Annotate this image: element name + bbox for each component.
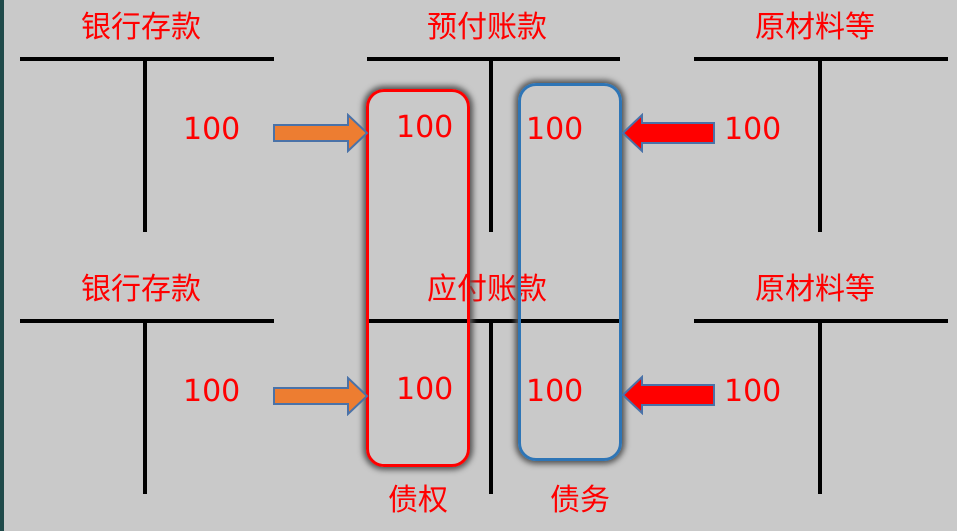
orange-arrow-icon: [273, 113, 369, 153]
amount: 100: [183, 112, 241, 147]
debt-label: 债务: [550, 483, 610, 518]
t-account-line: [489, 319, 493, 494]
amount: 100: [183, 374, 241, 409]
t-account-line: [367, 319, 620, 323]
claim-box: [366, 89, 470, 467]
amount: 100: [396, 110, 454, 145]
account-title: 银行存款: [81, 10, 201, 45]
t-account-line: [20, 57, 274, 61]
account-title: 应付账款: [427, 272, 547, 307]
t-account-line: [818, 57, 822, 232]
t-account-line: [143, 57, 147, 232]
t-account-line: [489, 57, 493, 232]
t-account-line: [818, 319, 822, 494]
debt-box: [518, 83, 622, 461]
amount: 100: [724, 374, 782, 409]
red-arrow-icon: [621, 113, 715, 153]
amount: 100: [724, 112, 782, 147]
amount: 100: [526, 112, 584, 147]
red-arrow-icon: [621, 375, 715, 415]
account-title: 预付账款: [427, 10, 547, 45]
claim-label: 债权: [388, 483, 448, 518]
window-edge: [0, 0, 4, 531]
orange-arrow-icon: [273, 376, 369, 416]
t-account-line: [143, 319, 147, 494]
account-title: 原材料等: [755, 272, 875, 307]
amount: 100: [396, 372, 454, 407]
t-account-line: [367, 57, 620, 61]
account-title: 原材料等: [755, 10, 875, 45]
amount: 100: [526, 374, 584, 409]
t-account-line: [20, 319, 274, 323]
account-title: 银行存款: [81, 272, 201, 307]
